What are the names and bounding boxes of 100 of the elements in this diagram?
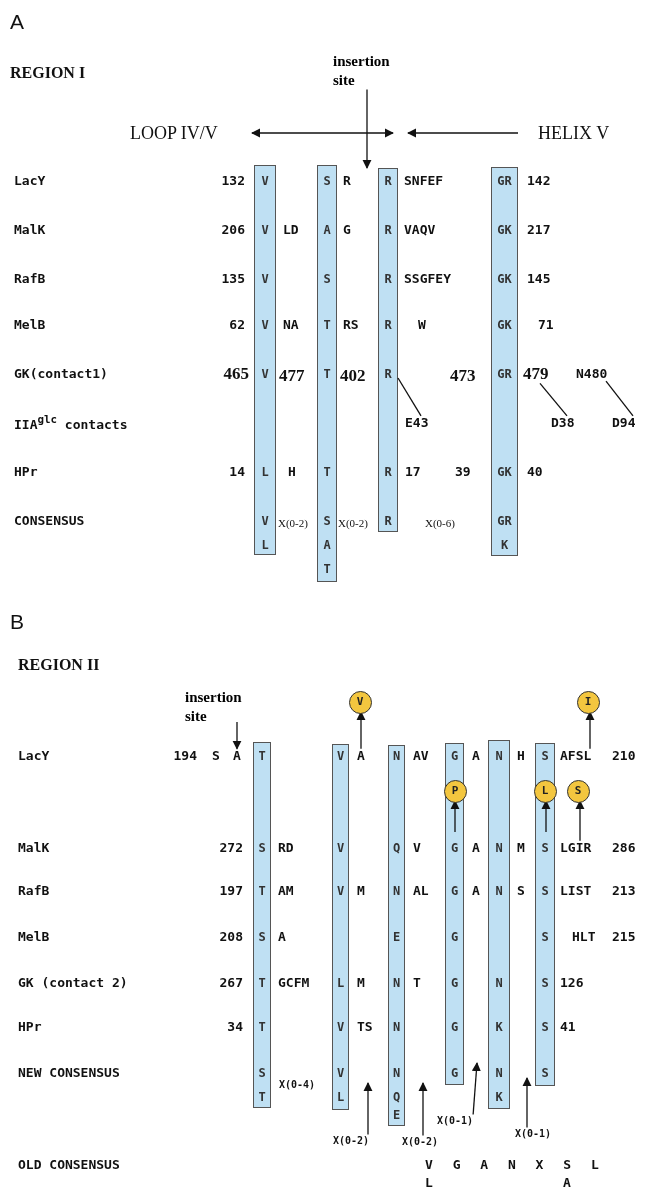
residue-letter: N bbox=[494, 976, 504, 989]
residue-text: TS bbox=[357, 1019, 373, 1035]
residue-letter: S bbox=[540, 1066, 550, 1079]
residue-letter: N bbox=[391, 976, 402, 989]
residue-letter: V bbox=[335, 749, 346, 762]
consensus-label: NEW CONSENSUS bbox=[18, 1065, 120, 1081]
residue-letter: N bbox=[391, 749, 402, 762]
panel-letter: A bbox=[10, 10, 24, 34]
leader-line bbox=[539, 382, 568, 417]
arrow bbox=[575, 800, 585, 842]
consensus-label: OLD CONSENSUS bbox=[18, 1157, 120, 1173]
conserved-column bbox=[388, 745, 405, 1126]
protein-name: RafB bbox=[14, 271, 46, 287]
protein-name: RafB bbox=[18, 883, 50, 899]
residue-number: 40 bbox=[527, 464, 543, 480]
residue-number: 477 bbox=[279, 366, 305, 386]
arrow bbox=[522, 1077, 532, 1129]
residue-text: A bbox=[233, 748, 241, 764]
residue-letter: GK bbox=[496, 272, 513, 285]
residue-text: H bbox=[288, 464, 296, 480]
residue-letter: N bbox=[494, 749, 504, 762]
residue-letter: T bbox=[257, 884, 267, 897]
residue-letter: T bbox=[257, 976, 267, 989]
residue-text: A bbox=[472, 840, 480, 856]
residue-number: 17 bbox=[405, 464, 421, 480]
residue-letter: V bbox=[335, 1020, 346, 1033]
gap-label: X(0-2) bbox=[278, 516, 308, 530]
residue-number: 215 bbox=[612, 929, 636, 945]
residue-letter: R bbox=[383, 465, 393, 478]
residue-letter: V bbox=[260, 174, 270, 187]
residue-letter: T bbox=[322, 465, 332, 478]
residue-number: 213 bbox=[612, 883, 636, 899]
leader-line bbox=[397, 377, 422, 417]
residue-letter: GR bbox=[496, 514, 513, 527]
residue-letter: GK bbox=[496, 465, 513, 478]
residue-text: W bbox=[418, 317, 426, 333]
residue-number: 126 bbox=[560, 975, 584, 991]
conserved-column bbox=[332, 744, 349, 1110]
residue-number: 132 bbox=[221, 173, 245, 189]
residue-number: 479 bbox=[523, 364, 549, 384]
arrow bbox=[450, 800, 460, 833]
residue-letter: E bbox=[391, 930, 402, 943]
residue-number: 206 bbox=[221, 222, 245, 238]
residue-letter: S bbox=[540, 976, 550, 989]
conserved-column bbox=[488, 740, 510, 1109]
residue-text: V bbox=[413, 840, 421, 856]
gap-label: X(0-4) bbox=[279, 1078, 316, 1090]
region-label: HELIX V bbox=[538, 124, 610, 144]
residue-text: M bbox=[357, 975, 365, 991]
residue-letter: N bbox=[494, 1066, 504, 1079]
residue-text: HLT bbox=[572, 929, 596, 945]
residue-text: M bbox=[517, 840, 525, 856]
residue-text: G bbox=[343, 222, 351, 238]
residue-letter: T bbox=[322, 367, 332, 380]
residue-number: 402 bbox=[340, 366, 366, 386]
residue-letter: V bbox=[335, 841, 346, 854]
insertion-site-label: insertion site bbox=[185, 688, 257, 726]
residue-letter: V bbox=[260, 514, 270, 527]
residue-letter: S bbox=[540, 841, 550, 854]
residue-number: 473 bbox=[450, 366, 476, 386]
protein-name: MelB bbox=[18, 929, 50, 945]
substitution-marker: V bbox=[348, 690, 372, 714]
protein-name: IIA$^{glc}$ contacts bbox=[14, 414, 128, 432]
region-heading: REGION II bbox=[18, 656, 100, 674]
residue-letter: V bbox=[260, 367, 270, 380]
region-heading: REGION I bbox=[10, 64, 86, 82]
residue-letter: T bbox=[257, 1090, 267, 1103]
residue-number: 39 bbox=[455, 464, 471, 480]
protein-name: GK(contact1) bbox=[14, 366, 108, 382]
residue-letter: GR bbox=[496, 174, 513, 187]
arrow bbox=[232, 721, 242, 750]
substitution-marker: I bbox=[576, 690, 600, 714]
residue-letter: G bbox=[449, 749, 460, 762]
residue-letter: T bbox=[322, 318, 332, 331]
residue-text: AV bbox=[413, 748, 429, 764]
residue-letter: R bbox=[383, 318, 393, 331]
residue-letter: R bbox=[383, 223, 393, 236]
residue-letter: S bbox=[540, 749, 550, 762]
arrow bbox=[585, 711, 595, 750]
residue-letter: L bbox=[260, 465, 270, 478]
residue-letter: N bbox=[494, 884, 504, 897]
residue-text: AFSL bbox=[560, 748, 592, 764]
residue-number: 142 bbox=[527, 173, 551, 189]
residue-text: SSGFEY bbox=[404, 271, 451, 287]
residue-letter: S bbox=[322, 272, 332, 285]
residue-number: 210 bbox=[612, 748, 636, 764]
residue-letter: T bbox=[322, 562, 332, 575]
residue-letter: S bbox=[257, 841, 267, 854]
protein-name: LacY bbox=[14, 173, 46, 189]
residue-text: LD bbox=[283, 222, 299, 238]
arrow bbox=[471, 1062, 481, 1116]
residue-letter: T bbox=[257, 749, 267, 762]
arrow bbox=[363, 1082, 373, 1136]
conserved-column bbox=[378, 168, 398, 532]
residue-letter: S bbox=[257, 1066, 267, 1079]
conserved-column bbox=[445, 743, 464, 1085]
residue-text: RS bbox=[343, 317, 359, 333]
residue-letter: S bbox=[540, 884, 550, 897]
residue-text: A bbox=[472, 748, 480, 764]
arrow bbox=[541, 800, 551, 833]
